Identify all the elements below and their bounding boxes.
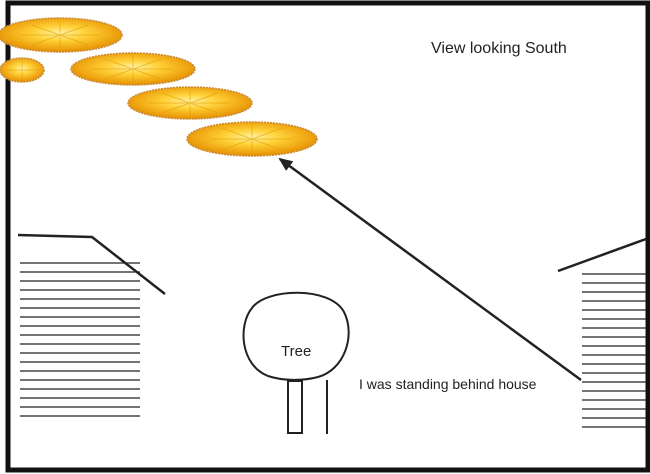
observer-annotation: I was standing behind house: [359, 376, 537, 392]
tree-canopy: [242, 291, 350, 381]
right-roof-line: [557, 237, 647, 273]
right-siding-lines: [582, 273, 646, 428]
gold-disc-icon: [70, 52, 196, 86]
gold-disc-icon: [0, 57, 45, 83]
tree-icon: [242, 291, 350, 434]
gold-disc-icon: [186, 121, 318, 157]
tree-trunk: [287, 380, 303, 434]
gold-disc-icon: [0, 17, 123, 53]
tree-label: Tree: [281, 343, 311, 360]
gold-disc-icon: [127, 86, 253, 120]
left-siding-lines: [20, 262, 140, 417]
sighting-arrow-icon: [278, 157, 582, 382]
house-siding-icon: [17, 233, 166, 417]
disc-group: [0, 17, 318, 157]
left-roof-line: [17, 233, 166, 295]
house-siding-icon: [557, 237, 647, 428]
page-title: View looking South: [431, 40, 567, 57]
